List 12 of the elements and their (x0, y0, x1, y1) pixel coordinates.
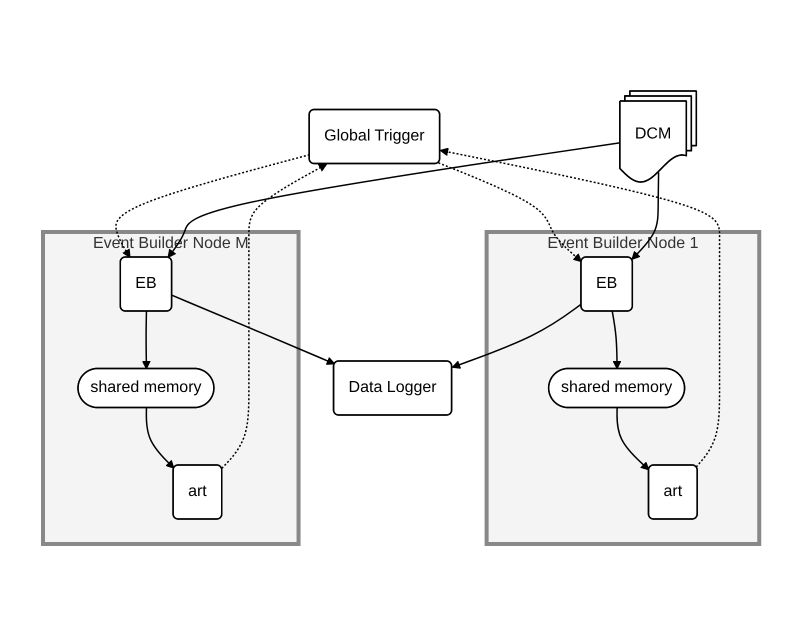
arrow (116, 154, 310, 258)
arrow (438, 162, 582, 262)
arrow (616, 408, 650, 470)
arrow (440, 148, 721, 468)
arrow (632, 172, 660, 260)
arrow (452, 303, 582, 369)
arrow (172, 294, 336, 365)
arrow (168, 142, 621, 258)
arrow (146, 408, 175, 469)
arrow (142, 311, 152, 370)
arrow (612, 311, 622, 370)
arrow (222, 164, 328, 469)
